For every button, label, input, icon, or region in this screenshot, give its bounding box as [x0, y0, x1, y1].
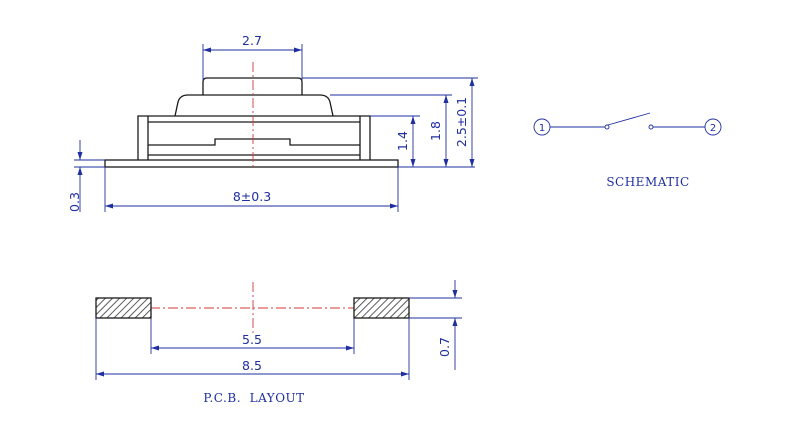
dim-base-thickness-label: 0.3	[67, 192, 82, 212]
dim-outer-label: 8.5	[242, 358, 262, 373]
dim-pad-height: 0.7	[409, 280, 462, 370]
actuator-dome	[174, 94, 334, 117]
contact-left	[604, 124, 610, 130]
dim-top-width: 2.7	[202, 33, 303, 80]
dim-height-low-label: 1.4	[395, 131, 410, 151]
dim-height-mid-label: 1.8	[428, 121, 443, 141]
pcb-pad-left	[95, 297, 152, 319]
pcb-pad-right	[353, 297, 410, 319]
dim-height-mid: 1.8	[330, 94, 452, 167]
pin-2-label: 2	[710, 123, 716, 134]
actuator-button	[202, 77, 303, 95]
pin-2-circle	[704, 118, 722, 136]
dim-inner: 5.5	[150, 318, 355, 354]
contact-right	[648, 124, 654, 130]
dim-height-total-label: 2.5±0.1	[454, 97, 469, 147]
pcb-caption: P.C.B. LAYOUT	[203, 391, 304, 405]
dim-base-thickness: 0.3	[67, 140, 105, 212]
side-view: 2.7 8±0.3 0.3 1.4	[67, 33, 478, 212]
dim-total-length: 8±0.3	[104, 167, 399, 212]
dim-pad-height-label: 0.7	[437, 337, 452, 357]
dim-height-low: 1.4	[370, 115, 475, 168]
schematic-caption: SCHEMATIC	[606, 175, 689, 189]
dim-inner-label: 5.5	[242, 332, 262, 347]
base-plate	[104, 159, 399, 168]
schematic: 1 2 SCHEMATIC	[533, 112, 722, 189]
switch-lever	[607, 112, 651, 126]
inner-slider	[148, 138, 360, 146]
pin-1-label: 1	[539, 123, 545, 134]
dim-top-width-label: 2.7	[242, 33, 262, 48]
dim-total-length-label: 8±0.3	[233, 189, 271, 204]
pcb-layout: 5.5 8.5 0.7 P.C.B. LAYOUT	[95, 280, 462, 405]
dim-height-total: 2.5±0.1	[302, 77, 478, 167]
dim-outer: 8.5	[95, 318, 410, 380]
switch-body	[137, 115, 371, 160]
